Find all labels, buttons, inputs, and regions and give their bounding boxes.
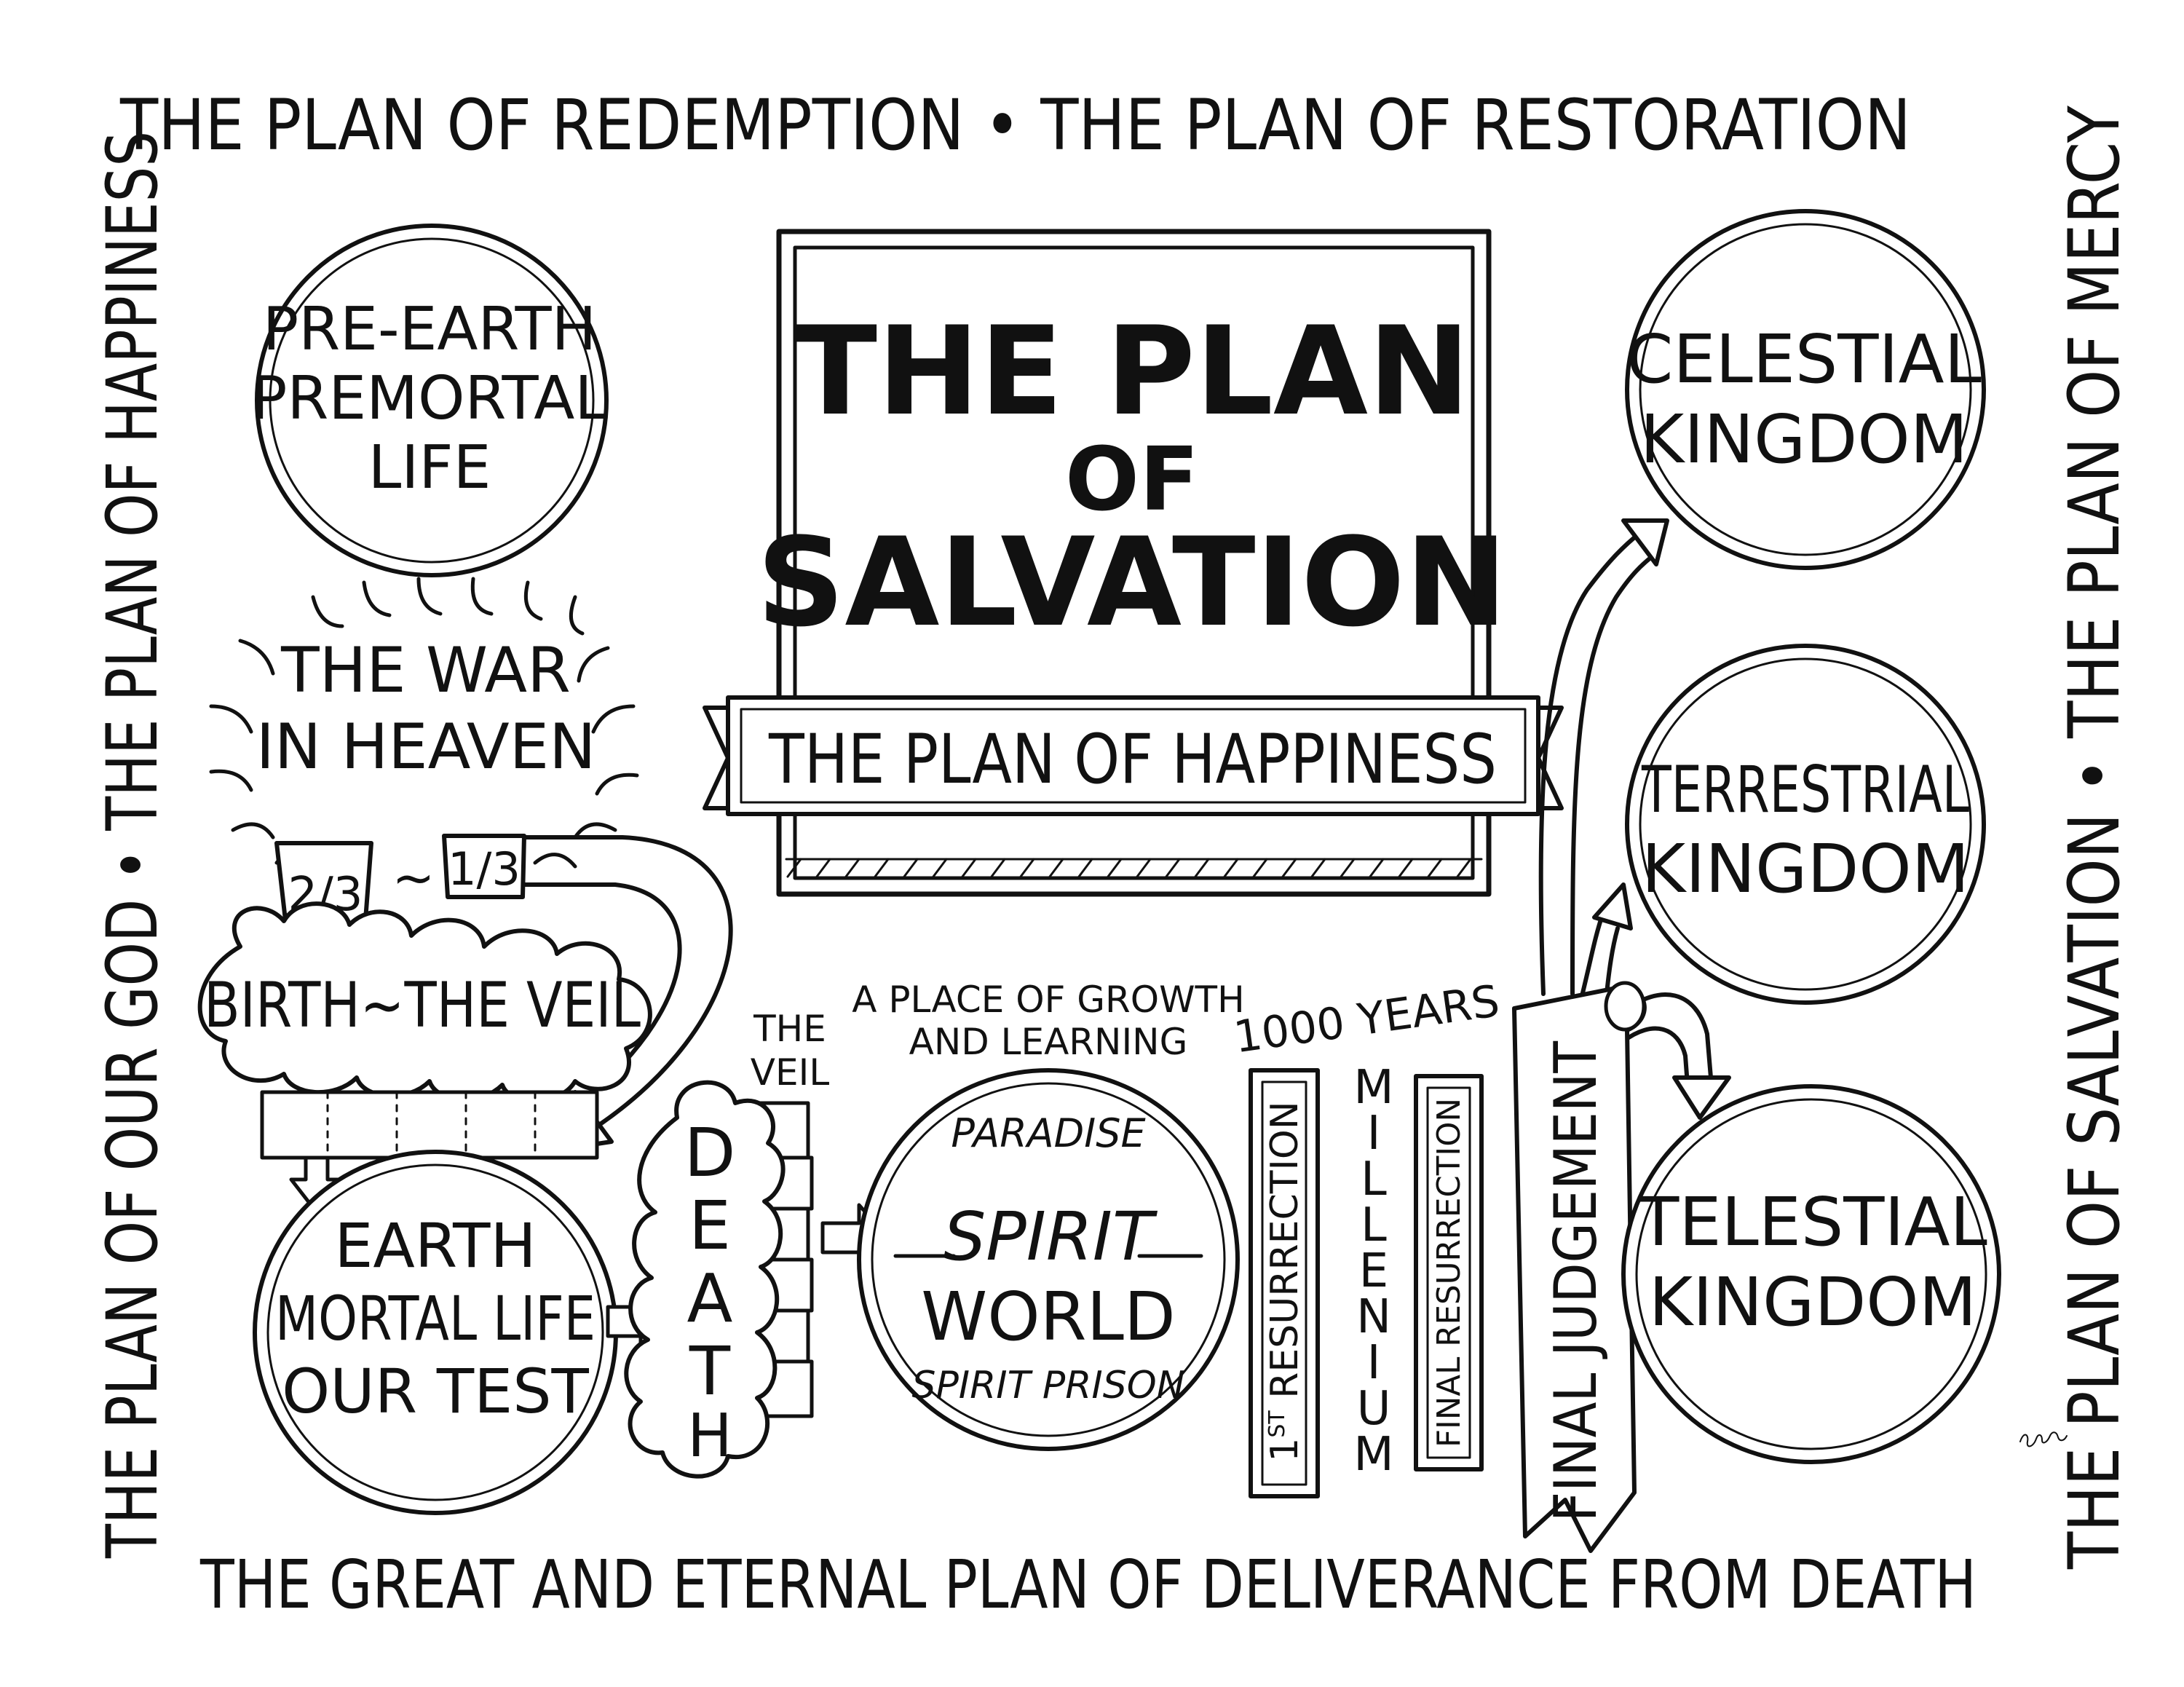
telestial-line-2: KINGDOM xyxy=(1649,1263,1977,1341)
premortal-circle xyxy=(255,224,609,577)
final-resurrection-text: FINAL RESURRECTION xyxy=(1431,1098,1468,1447)
birth-curtain xyxy=(260,1090,599,1160)
death-letter: E xyxy=(689,1187,731,1265)
spirit-note-line-1: A PLACE OF GROWTH xyxy=(852,979,1244,1021)
artist-signature xyxy=(2019,1431,2068,1447)
telestial-circle xyxy=(1621,1084,2001,1464)
celestial-line-1: CELESTIAL xyxy=(1626,320,1982,398)
death-cloud xyxy=(624,1080,786,1479)
spirit-line-2: WORLD xyxy=(921,1278,1175,1356)
border-bottom-text: THE GREAT AND ETERNAL PLAN OF DELIVERANC… xyxy=(199,1546,1977,1624)
millennium-letter: I xyxy=(1367,1336,1381,1390)
earth-line-3: OUR TEST xyxy=(282,1356,589,1427)
death-letter: T xyxy=(689,1332,731,1410)
millennium-letter: L xyxy=(1361,1153,1387,1206)
judgement-text: FINAL JUDGEMENT xyxy=(1542,1040,1610,1522)
split-right-text: 1/3 xyxy=(448,842,521,896)
spirit-paradise-text: PARADISE xyxy=(951,1110,1146,1156)
premortal-line-2: PREMORTAL xyxy=(251,364,608,433)
earth-line-1: EARTH xyxy=(334,1210,536,1281)
earth-line-2: MORTAL LIFE xyxy=(275,1283,596,1354)
death-letter: D xyxy=(684,1114,736,1192)
terrestrial-line-2: KINGDOM xyxy=(1642,830,1969,908)
first-resurrection-text: 1ST RESURRECTION xyxy=(1263,1101,1307,1461)
title-line-3: SALVATION xyxy=(756,511,1507,654)
war-line-1: THE WAR xyxy=(280,634,571,707)
veil-label-line-1: THE xyxy=(753,1008,826,1050)
millennium-letter: N xyxy=(1356,1290,1391,1344)
death-letter: H xyxy=(687,1402,732,1471)
border-left-text: THE PLAN OF OUR GOD • THE PLAN OF HAPPIN… xyxy=(92,131,173,1559)
death-letters: D E A T H xyxy=(684,1114,736,1471)
millennium-letter: U xyxy=(1357,1382,1391,1436)
border-top-text: THE PLAN OF REDEMPTION • THE PLAN OF RES… xyxy=(119,84,1911,166)
title-line-2: OF xyxy=(1065,430,1199,531)
veil-label-line-2: VEIL xyxy=(751,1051,830,1094)
final-resurrection-box xyxy=(1414,1074,1484,1471)
terrestrial-circle xyxy=(1625,644,1986,1005)
spirit-prison-text: SPIRIT PRISON xyxy=(911,1364,1184,1407)
title-banner xyxy=(703,695,1564,816)
spirit-line-1: SPIRIT xyxy=(943,1198,1158,1276)
birth-text: BIRTH~THE VEIL xyxy=(204,969,641,1042)
terrestrial-line-1: TERRESTRIAL xyxy=(1641,752,1969,827)
millennium-years-text: 1000 YEARS xyxy=(1231,976,1503,1063)
celestial-line-2: KINGDOM xyxy=(1640,400,1968,478)
celestial-circle xyxy=(1625,209,1986,570)
millennium-letter: I xyxy=(1367,1107,1381,1161)
title-banner-text: THE PLAN OF HAPPINESS xyxy=(768,720,1497,799)
judgement-arrows xyxy=(1538,518,1731,1120)
telestial-line-1: TELESTIAL xyxy=(1637,1183,1987,1261)
border-right-text: THE PLAN OF SALVATION • THE PLAN OF MERC… xyxy=(2054,106,2135,1570)
split-sep-text: ~ xyxy=(392,848,435,908)
birth-cloud xyxy=(197,901,652,1103)
millennium-letter: M xyxy=(1353,1061,1393,1115)
millennium-letter: E xyxy=(1359,1244,1388,1298)
millennium-letters: M I L L E N I U M xyxy=(1353,1061,1393,1482)
premortal-line-3: LIFE xyxy=(368,433,491,502)
millennium-letter: L xyxy=(1361,1198,1387,1252)
death-letter: A xyxy=(687,1260,733,1338)
title-line-1: THE PLAN xyxy=(794,300,1470,443)
first-resurrection-box xyxy=(1249,1068,1320,1498)
war-line-2: IN HEAVEN xyxy=(256,711,596,783)
one-third-tag xyxy=(442,834,526,899)
spirit-world-circle xyxy=(857,1068,1240,1451)
spirit-note-line-2: AND LEARNING xyxy=(909,1021,1188,1063)
premortal-line-1: PRE-EARTH xyxy=(263,295,597,364)
judgement-scroll-roll xyxy=(1604,981,1646,1032)
millennium-letter: M xyxy=(1353,1428,1393,1482)
